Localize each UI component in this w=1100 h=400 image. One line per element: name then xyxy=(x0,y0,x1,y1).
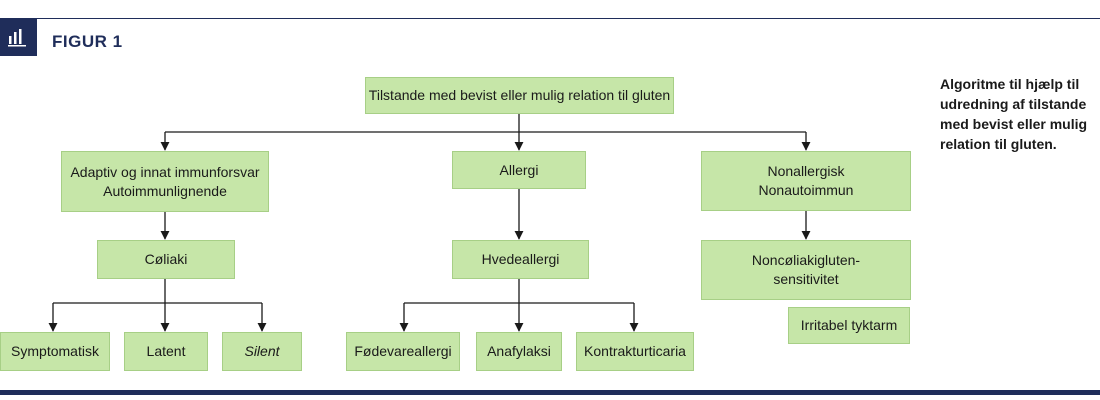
food-allergy-label: Fødevareallergi xyxy=(354,343,452,359)
nonallergic-label: Nonallergisk xyxy=(767,163,845,179)
root-node: Tilstande med bevist eller mulig relatio… xyxy=(365,77,674,114)
allergy-label: Allergi xyxy=(499,161,539,178)
symptomatic-label: Symptomatisk xyxy=(11,343,99,359)
latent-node: Latent xyxy=(124,332,208,371)
allergy-node: Allergi xyxy=(452,151,586,189)
celiac-node: Cøliaki xyxy=(97,240,235,279)
ibs-node: Irritabel tyktarm xyxy=(788,307,910,344)
root-label: Tilstande med bevist eller mulig relatio… xyxy=(368,87,671,103)
celiac-label: Cøliaki xyxy=(144,251,188,267)
anaphylaxis-label: Anafylaksi xyxy=(487,343,551,359)
bottom-rule xyxy=(0,390,1100,395)
wheat-allergy-label: Hvedeallergi xyxy=(481,251,560,267)
silent-node: Silent xyxy=(222,332,302,371)
ncgs-label-line1: Noncøliakigluten- xyxy=(751,252,861,268)
wheat-allergy-node: Hvedeallergi xyxy=(452,240,589,279)
adaptive-immune-label: Adaptiv og innat immunforsvar xyxy=(70,163,260,180)
food-allergy-node: Fødevareallergi xyxy=(346,332,460,371)
autoimmune-like-label: Autoimmunlignende xyxy=(103,182,227,199)
adaptive-immune-node: Adaptiv og innat immunforsvar Autoimmunl… xyxy=(61,151,269,212)
symptomatic-node: Symptomatisk xyxy=(0,332,110,371)
ncgs-node: Noncøliakigluten- sensitivitet xyxy=(701,240,911,300)
figure-caption: Algoritme til hjælp til udredning af til… xyxy=(940,76,1088,152)
figure-label: FIGUR 1 xyxy=(52,32,123,51)
top-rule xyxy=(0,18,1100,19)
nonautoimmune-label: Nonautoimmun xyxy=(758,182,854,198)
ibs-label: Irritabel tyktarm xyxy=(800,317,898,333)
anaphylaxis-node: Anafylaksi xyxy=(476,332,562,371)
latent-label: Latent xyxy=(146,343,186,359)
bar-chart-icon xyxy=(0,19,37,56)
nonallergic-node: Nonallergisk Nonautoimmun xyxy=(701,151,911,211)
contact-urticaria-label: Kontrakturticaria xyxy=(584,343,686,359)
contact-urticaria-node: Kontrakturticaria xyxy=(576,332,694,371)
ncgs-label-line2: sensitivitet xyxy=(773,271,839,287)
silent-label: Silent xyxy=(244,343,280,359)
